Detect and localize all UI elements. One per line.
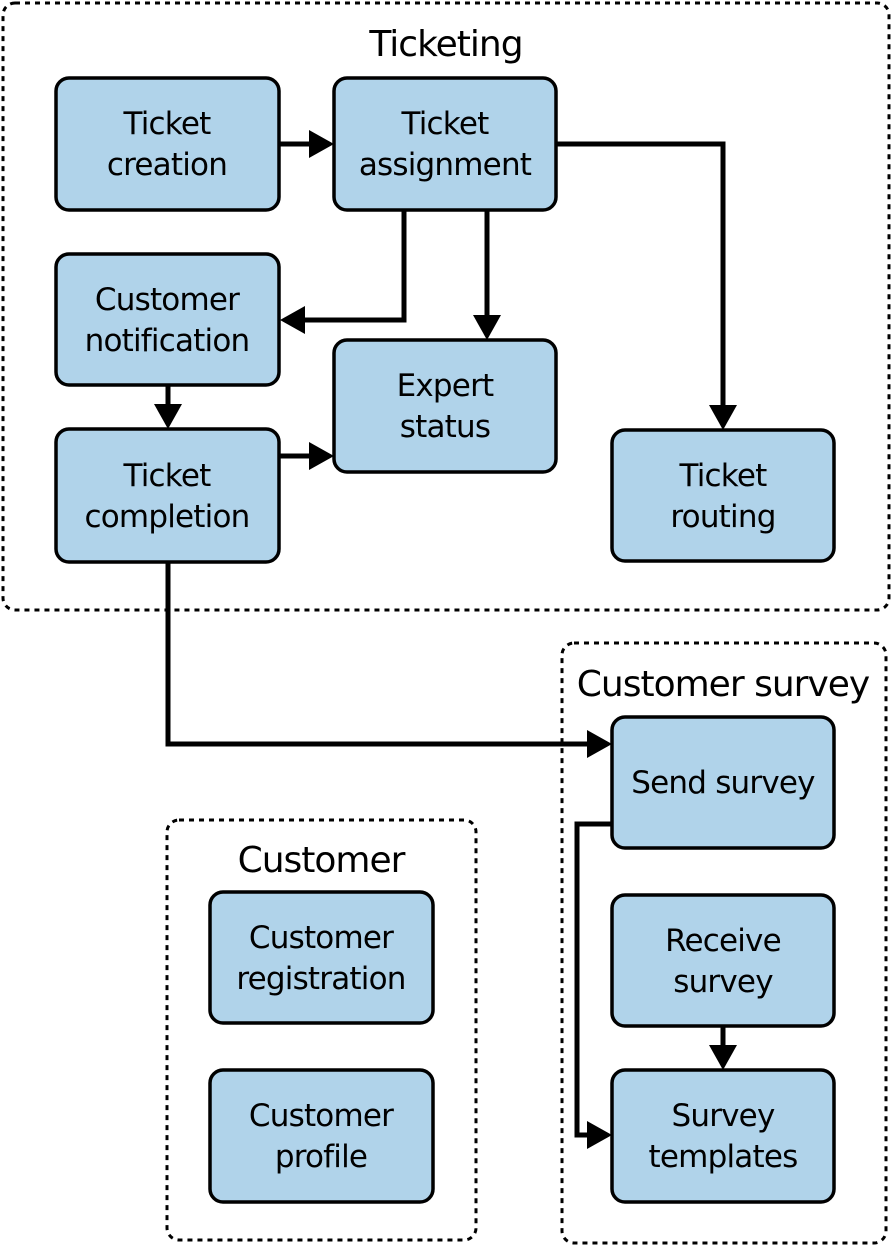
arrowhead	[709, 405, 737, 430]
node-box	[54, 427, 281, 564]
edge-completion-to-send-survey	[165, 562, 590, 747]
node-label: Customer	[249, 920, 394, 956]
node-customer-notification: Customer notification	[54, 252, 281, 387]
arrowhead	[709, 1045, 737, 1070]
group-ticketing-border	[1, 1, 891, 612]
node-label: templates	[649, 1139, 798, 1175]
node-expert-status: Expert status	[332, 338, 558, 474]
node-label: survey	[673, 964, 773, 1000]
group-customer-title: Customer	[238, 840, 406, 881]
node-label: Ticket	[401, 106, 490, 142]
node-survey-templates: Survey templates	[610, 1068, 836, 1204]
node-label: Customer	[95, 282, 240, 318]
node-box	[54, 252, 281, 387]
node-send-survey: Send survey	[610, 715, 836, 850]
group-customer: Customer	[165, 818, 478, 1242]
node-label: Ticket	[123, 106, 212, 142]
group-customer-survey: Customer survey	[560, 641, 888, 1245]
node-box	[208, 890, 435, 1025]
node-label: Customer	[249, 1098, 394, 1134]
node-label: creation	[107, 147, 227, 183]
group-customer-border	[165, 818, 478, 1242]
edge-assignment-to-routing	[556, 141, 726, 408]
node-customer-profile: Customer profile	[208, 1068, 435, 1204]
group-ticketing-title: Ticketing	[368, 24, 522, 65]
node-ticket-creation: Ticket creation	[54, 76, 281, 212]
arrowhead	[309, 442, 334, 470]
node-label: Ticket	[679, 458, 768, 494]
group-customer-survey-title: Customer survey	[577, 664, 870, 705]
node-box	[610, 428, 836, 563]
node-box	[610, 715, 836, 850]
group-ticketing: Ticketing	[1, 1, 891, 612]
arrowhead	[154, 404, 182, 429]
arrowhead	[309, 130, 334, 158]
node-customer-registration: Customer registration	[208, 890, 435, 1025]
node-box	[610, 893, 836, 1028]
connectors	[154, 130, 737, 1149]
group-customer-survey-border	[560, 641, 888, 1245]
node-label: routing	[670, 499, 775, 535]
node-ticket-routing: Ticket routing	[610, 428, 836, 563]
node-box	[208, 1068, 435, 1204]
node-ticket-assignment: Ticket assignment	[332, 76, 558, 212]
node-box	[54, 76, 281, 212]
node-label: status	[400, 409, 490, 445]
arrowhead	[587, 1121, 612, 1149]
node-label: Expert	[397, 368, 494, 404]
node-label: assignment	[359, 147, 532, 183]
node-box	[610, 1068, 836, 1204]
arrowhead	[473, 315, 501, 340]
node-receive-survey: Receive survey	[610, 893, 836, 1028]
node-label: registration	[236, 961, 405, 997]
arrowhead	[587, 730, 612, 758]
arrowhead	[280, 306, 305, 334]
edge-assignment-to-notification	[302, 210, 407, 323]
node-box	[332, 338, 558, 474]
node-label: notification	[85, 323, 250, 359]
node-label: Receive	[665, 923, 781, 959]
node-label: Ticket	[123, 458, 212, 494]
node-label: Survey	[671, 1098, 774, 1134]
node-ticket-completion: Ticket completion	[54, 427, 281, 564]
edge-send-survey-to-templates	[574, 821, 612, 1138]
node-box	[332, 76, 558, 212]
node-label: Send survey	[631, 765, 815, 801]
node-label: completion	[85, 499, 250, 535]
node-label: profile	[275, 1139, 367, 1175]
